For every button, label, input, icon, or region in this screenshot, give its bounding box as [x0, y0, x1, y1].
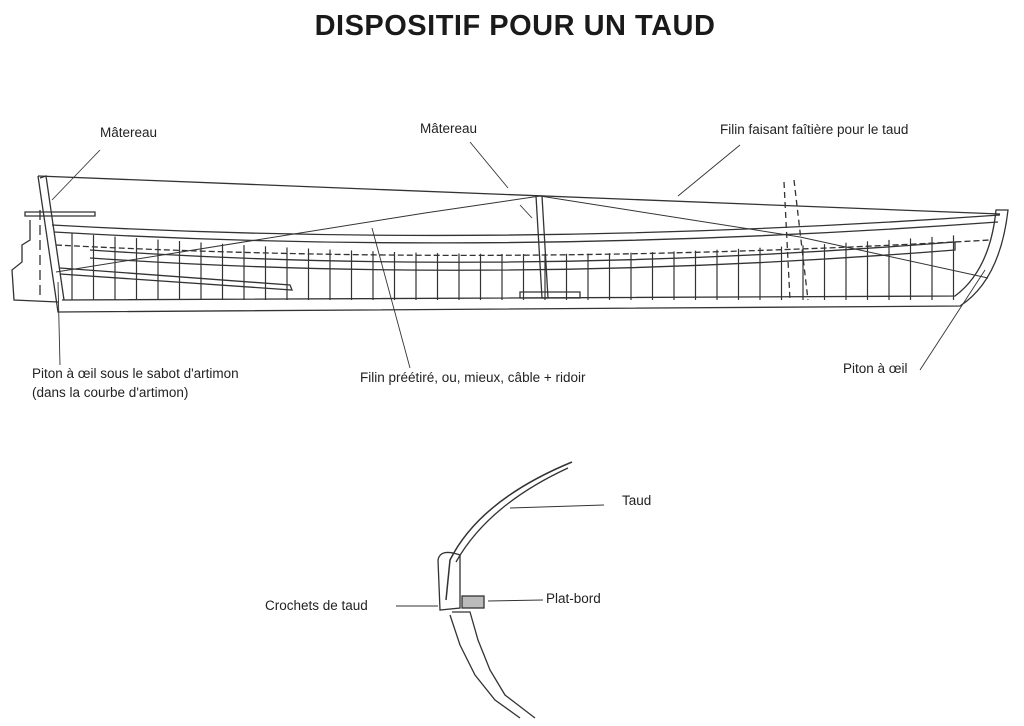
- label-filin-faitiere: Filin faisant faîtière pour le taud: [720, 122, 909, 137]
- gunwale: [51, 214, 1001, 237]
- diagram-title: DISPOSITIF POUR UN TAUD: [314, 10, 716, 42]
- gunwale-section: [437, 551, 461, 611]
- label-piton-oeil: Piton à œil: [843, 361, 908, 376]
- label-piton-artimon-note: (dans la courbe d'artimon): [32, 385, 189, 400]
- label-piton-artimon: Piton à œil sous le sabot d'artimon: [32, 366, 239, 381]
- plat-bord-section: [461, 595, 485, 609]
- rudder: [11, 220, 59, 303]
- hull-section: [449, 611, 536, 719]
- mid-mast: [535, 195, 549, 299]
- tiller: [24, 211, 96, 217]
- ridge-line: [37, 175, 1001, 215]
- label-crochets: Crochets de taud: [265, 598, 368, 613]
- label-matereau-mid: Mâtereau: [420, 121, 478, 136]
- stern-transom: [39, 175, 65, 301]
- label-matereau-stern: Mâtereau: [100, 125, 158, 140]
- label-taud: Taud: [622, 493, 652, 508]
- awning-section: [445, 461, 573, 601]
- pre-stretched-line: [55, 195, 989, 279]
- hull-outline: [37, 175, 1009, 313]
- label-plat-bord: Plat-bord: [546, 591, 601, 606]
- label-filin-preetire: Filin préétiré, ou, mieux, câble + ridoi…: [360, 370, 586, 385]
